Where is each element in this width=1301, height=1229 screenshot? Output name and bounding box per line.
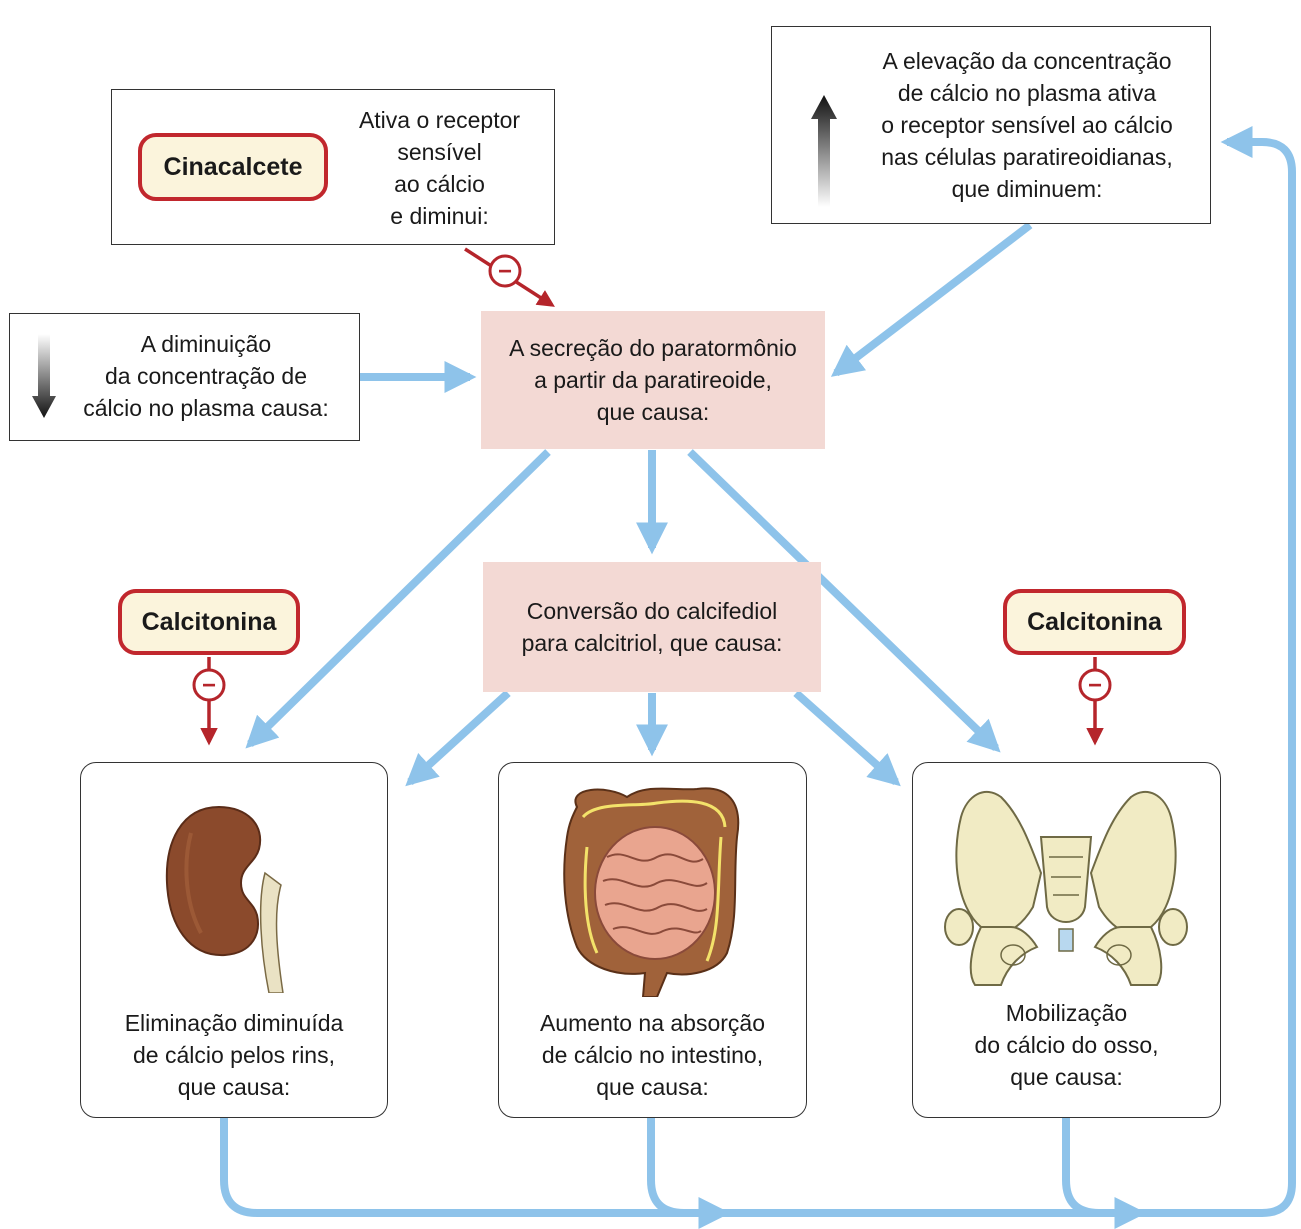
inhibit-circle-icon: − bbox=[1080, 670, 1110, 700]
cinacalcet-description: Ativa o receptor sensível ao cálcio e di… bbox=[337, 104, 542, 232]
arrow-calcitriol-to-kidney bbox=[410, 693, 508, 782]
calcium-drop-box: A diminuição da concentração de cálcio n… bbox=[9, 313, 360, 441]
arrow-up-gradient-icon bbox=[811, 95, 837, 207]
kidney-outcome-text: Eliminação diminuída de cálcio pelos rin… bbox=[81, 1007, 387, 1103]
text-line: cálcio no plasma causa: bbox=[58, 392, 354, 424]
text-line: Mobilização bbox=[913, 997, 1220, 1029]
bone-outcome-text: Mobilização do cálcio do osso, que causa… bbox=[913, 997, 1220, 1093]
kidney-icon bbox=[161, 803, 301, 993]
kidney-outcome-box: Eliminação diminuída de cálcio pelos rin… bbox=[80, 762, 388, 1118]
inhibit-circle-icon: − bbox=[194, 670, 224, 700]
arrow-rise-to-pth bbox=[836, 225, 1030, 373]
calcitriol-conversion-text: Conversão do calcifediol para calcitriol… bbox=[522, 595, 783, 659]
text-line: o receptor sensível ao cálcio bbox=[852, 109, 1202, 141]
text-line: nas células paratireoidianas, bbox=[852, 141, 1202, 173]
text-line: A secreção do paratormônio bbox=[509, 332, 797, 364]
text-line: de cálcio no intestino, bbox=[499, 1039, 806, 1071]
text-line: que causa: bbox=[499, 1071, 806, 1103]
text-line: A diminuição bbox=[58, 328, 354, 360]
calcitonin-left-label: Calcitonina bbox=[118, 589, 300, 655]
text-line: que diminuem: bbox=[852, 173, 1202, 205]
text-line: sensível bbox=[337, 136, 542, 168]
arrow-calcitriol-to-bone bbox=[796, 693, 896, 782]
intestine-outcome-box: Aumento na absorção de cálcio no intesti… bbox=[498, 762, 807, 1118]
text-line: a partir da paratireoide, bbox=[509, 364, 797, 396]
text-line: A elevação da concentração bbox=[852, 45, 1202, 77]
arrow-down-gradient-icon bbox=[32, 334, 56, 418]
bone-outcome-box: Mobilização do cálcio do osso, que causa… bbox=[912, 762, 1221, 1118]
text-line: Aumento na absorção bbox=[499, 1007, 806, 1039]
calcium-rise-box: A elevação da concentração de cálcio no … bbox=[771, 26, 1211, 224]
arrow-kidney-down bbox=[224, 1117, 420, 1213]
calcitonin-right-label: Calcitonina bbox=[1003, 589, 1186, 655]
cinacalcet-drug-label: Cinacalcete bbox=[138, 133, 328, 201]
text-line: da concentração de bbox=[58, 360, 354, 392]
text-line: Conversão do calcifediol bbox=[522, 595, 783, 627]
text-line: Eliminação diminuída bbox=[81, 1007, 387, 1039]
pth-secretion-text: A secreção do paratormônio a partir da p… bbox=[509, 332, 797, 428]
text-line: Ativa o receptor bbox=[337, 104, 542, 136]
arrow-bone-down bbox=[1066, 1117, 1140, 1213]
text-line: ao cálcio bbox=[337, 168, 542, 200]
text-line: que causa: bbox=[913, 1061, 1220, 1093]
text-line: do cálcio do osso, bbox=[913, 1029, 1220, 1061]
intestine-icon bbox=[547, 777, 757, 997]
inhibit-symbol: − bbox=[1088, 672, 1102, 699]
text-line: que causa: bbox=[81, 1071, 387, 1103]
inhibit-symbol: − bbox=[202, 672, 216, 699]
calcitriol-conversion-box: Conversão do calcifediol para calcitriol… bbox=[483, 562, 821, 692]
inhibit-symbol: − bbox=[498, 258, 512, 285]
intestine-outcome-text: Aumento na absorção de cálcio no intesti… bbox=[499, 1007, 806, 1103]
calcium-drop-text: A diminuição da concentração de cálcio n… bbox=[58, 328, 354, 424]
text-line: e diminui: bbox=[337, 200, 542, 232]
calcium-rise-text: A elevação da concentração de cálcio no … bbox=[852, 45, 1202, 205]
text-line: de cálcio pelos rins, bbox=[81, 1039, 387, 1071]
text-line: de cálcio no plasma ativa bbox=[852, 77, 1202, 109]
inhibit-circle-icon: − bbox=[490, 256, 520, 286]
text-line: que causa: bbox=[509, 396, 797, 428]
pelvis-bone-icon bbox=[941, 777, 1191, 987]
arrow-intestine-down bbox=[651, 1117, 724, 1213]
cinacalcet-box: Cinacalcete Ativa o receptor sensível ao… bbox=[111, 89, 555, 245]
text-line: para calcitriol, que causa: bbox=[522, 627, 783, 659]
pth-secretion-box: A secreção do paratormônio a partir da p… bbox=[481, 311, 825, 449]
